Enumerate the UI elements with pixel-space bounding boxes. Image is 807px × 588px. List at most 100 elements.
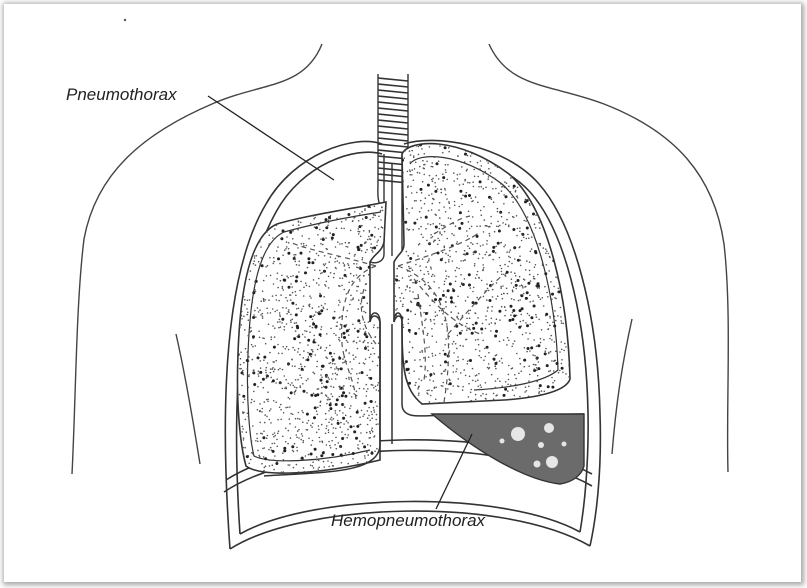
stipple-dot <box>236 260 238 262</box>
stipple-dot <box>346 340 348 342</box>
stipple-dot <box>314 406 317 409</box>
stipple-dot <box>473 169 475 171</box>
stipple-dot <box>256 232 258 234</box>
stipple-dot <box>466 318 468 320</box>
stipple-dot <box>335 334 337 336</box>
stipple-dot <box>250 270 252 272</box>
stipple-dot <box>341 243 343 245</box>
stipple-dot <box>350 425 353 428</box>
stipple-dot <box>507 390 509 392</box>
stipple-dot <box>474 265 476 267</box>
stipple-dot <box>375 277 378 280</box>
stipple-dot <box>381 391 383 393</box>
stipple-dot <box>350 230 352 232</box>
stipple-dot <box>511 282 513 284</box>
stipple-dot <box>335 258 337 260</box>
stipple-dot <box>374 206 376 208</box>
stipple-dot <box>528 153 530 155</box>
stipple-dot <box>359 340 361 342</box>
stipple-dot <box>344 406 346 408</box>
stipple-dot <box>277 344 279 346</box>
stipple-dot <box>515 281 517 283</box>
stipple-dot <box>326 403 328 405</box>
stipple-dot <box>534 266 536 268</box>
stipple-dot <box>258 455 260 457</box>
stipple-dot <box>269 234 271 236</box>
stipple-dot <box>408 319 410 321</box>
stipple-dot <box>377 384 379 386</box>
stipple-dot <box>318 345 320 347</box>
stipple-dot <box>394 166 396 168</box>
stipple-dot <box>449 256 451 258</box>
stipple-dot <box>383 390 385 392</box>
stipple-dot <box>449 283 452 286</box>
stipple-dot <box>317 361 319 363</box>
stipple-dot <box>428 210 430 212</box>
stipple-dot <box>444 146 447 149</box>
stipple-dot <box>371 451 373 453</box>
stipple-dot <box>386 472 388 474</box>
stipple-dot <box>354 328 356 330</box>
stipple-dot <box>291 445 294 448</box>
stipple-dot <box>516 385 518 387</box>
stipple-dot <box>291 327 293 329</box>
stipple-dot <box>468 273 471 276</box>
stipple-dot <box>290 437 292 439</box>
stipple-dot <box>418 244 420 246</box>
stipple-dot <box>406 251 408 253</box>
stipple-dot <box>250 327 252 329</box>
stipple-dot <box>524 391 526 393</box>
stipple-dot <box>432 274 434 276</box>
stipple-dot <box>334 317 336 319</box>
stipple-dot <box>315 311 317 313</box>
stipple-dot <box>283 279 286 282</box>
stipple-dot <box>497 378 499 380</box>
stipple-dot <box>540 191 542 193</box>
stipple-dot <box>569 261 571 263</box>
stipple-dot <box>302 412 304 414</box>
stipple-dot <box>433 281 435 283</box>
stipple-dot <box>302 421 304 423</box>
stipple-dot <box>279 202 281 204</box>
stipple-dot <box>359 440 361 442</box>
stipple-dot <box>501 190 503 192</box>
stipple-dot <box>434 275 436 277</box>
stipple-dot <box>453 172 455 174</box>
stipple-dot <box>279 321 281 323</box>
stipple-dot <box>572 232 574 234</box>
stipple-dot <box>272 450 275 453</box>
stipple-dot <box>553 325 556 328</box>
stipple-dot <box>295 330 297 332</box>
stipple-dot <box>293 206 295 208</box>
stipple-dot <box>261 433 263 435</box>
stipple-dot <box>241 311 243 313</box>
stipple-dot <box>416 298 418 300</box>
stipple-dot <box>499 225 501 227</box>
stipple-dot <box>367 417 369 419</box>
stipple-dot <box>558 159 561 162</box>
stipple-dot <box>515 190 517 192</box>
stipple-dot <box>514 340 516 342</box>
stipple-dot <box>315 354 317 356</box>
stipple-dot <box>469 376 471 378</box>
stipple-dot <box>239 282 241 284</box>
stipple-dot <box>253 209 255 211</box>
stipple-dot <box>310 453 313 456</box>
stipple-dot <box>557 244 559 246</box>
trachea-ring <box>378 90 408 93</box>
stipple-dot <box>374 411 376 413</box>
stipple-dot <box>377 365 379 367</box>
stipple-dot <box>493 150 495 152</box>
stipple-dot <box>377 462 379 464</box>
stipple-dot <box>326 309 328 311</box>
stipple-dot <box>439 202 441 204</box>
stipple-dot <box>275 295 277 297</box>
stipple-dot <box>412 207 414 209</box>
stipple-dot <box>354 211 356 213</box>
stipple-dot <box>301 457 304 460</box>
stipple-dot <box>563 271 565 273</box>
stipple-dot <box>550 335 552 337</box>
stipple-dot <box>487 367 489 369</box>
stipple-dot <box>242 370 244 372</box>
stipple-dot <box>292 224 294 226</box>
